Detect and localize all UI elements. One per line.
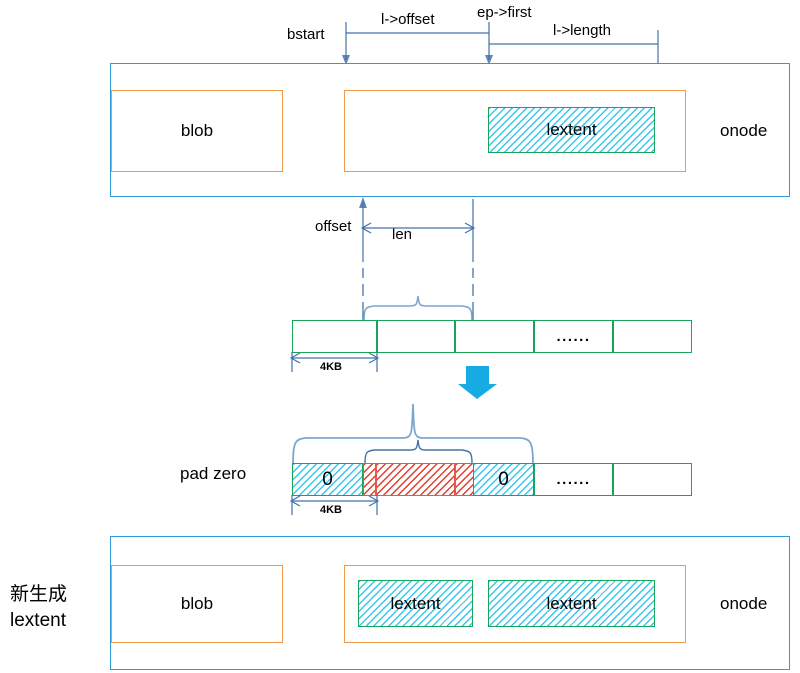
strip-bottom-cell [376, 463, 455, 496]
bottom-onode-label: onode [720, 594, 768, 613]
strip-bottom-cell [363, 463, 376, 496]
strip-top-cell [455, 320, 534, 353]
label-4kb-bottom: 4KB [320, 504, 343, 516]
strip-bottom-cell-label: 0 [322, 468, 333, 490]
top-lextent-label: lextent [546, 120, 597, 139]
strip-top-cell [613, 320, 692, 353]
strip-top-cell: ...... [534, 320, 613, 353]
bottom-blob-label: blob [180, 594, 214, 613]
label-l-length: l->length [553, 22, 611, 39]
top-blob-label: blob [180, 121, 214, 140]
top-blob-box: blob [111, 90, 283, 172]
strip-bottom-cell: 0 [292, 463, 363, 496]
label-bstart: bstart [287, 26, 325, 43]
label-l-offset: l->offset [381, 11, 435, 28]
label-pad-zero: pad zero [180, 464, 247, 483]
bottom-lextent-box-1: lextent [358, 580, 473, 627]
label-ep-first: ep->first [477, 4, 532, 21]
strip-top-cell-label: ...... [556, 328, 591, 345]
bottom-blob-box: blob [111, 565, 283, 643]
bottom-lextent-label-2: lextent [546, 593, 597, 613]
strip-bottom-cell-label: ...... [556, 471, 591, 488]
top-lextent-box: lextent [488, 107, 655, 153]
strip-bottom-cell [455, 463, 474, 496]
strip-top-cell [377, 320, 455, 353]
bottom-lextent-box-2: lextent [488, 580, 655, 627]
bottom-lextent-label-1: lextent [390, 593, 441, 613]
label-len: len [392, 226, 413, 243]
strip-bottom-cell [613, 463, 692, 496]
top-onode-label: onode [720, 121, 768, 140]
strip-top-cell [292, 320, 377, 353]
label-4kb-top: 4KB [320, 361, 343, 373]
strip-bottom-cell: 0 [473, 463, 534, 496]
label-offset: offset [315, 218, 352, 235]
label-new-lextent-cn: 新生成 [10, 584, 68, 605]
strip-bottom-cell-label: 0 [498, 468, 509, 490]
label-new-lextent-en: lextent [10, 610, 66, 631]
strip-bottom-cell: ...... [534, 463, 613, 496]
